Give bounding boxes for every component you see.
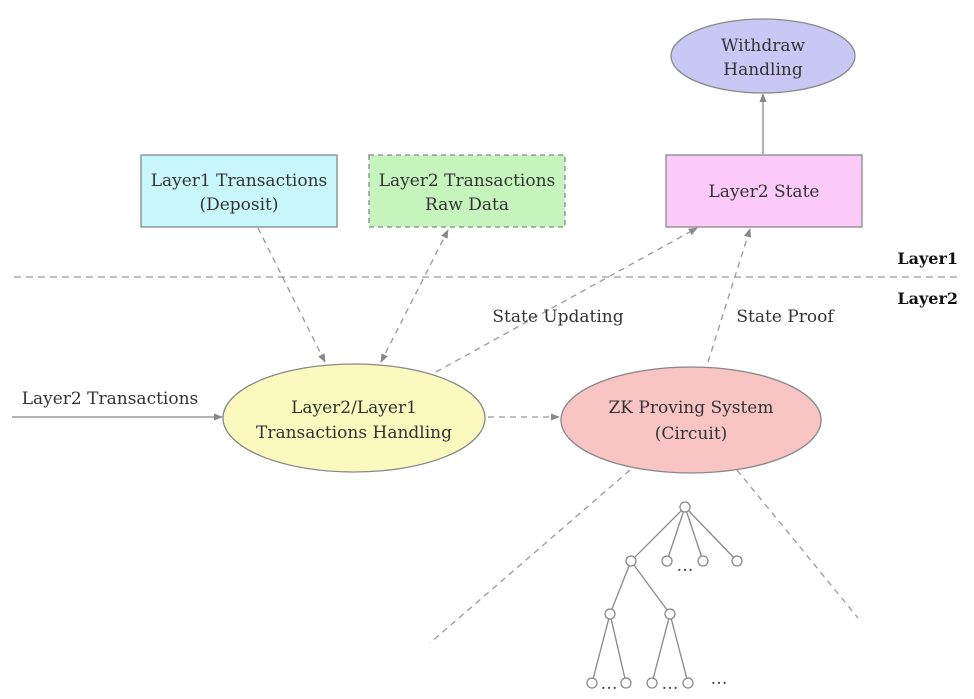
- node-zk-proving-system: ZK Proving System (Circuit): [560, 366, 822, 474]
- tree-node: [620, 677, 632, 689]
- tree-ellipsis: …: [677, 556, 694, 576]
- tree-node: [664, 608, 676, 620]
- tree-node: [586, 677, 598, 689]
- tree-ellipsis: …: [601, 674, 618, 694]
- merkle-tree: [586, 501, 743, 689]
- tree-node: [604, 608, 616, 620]
- edge-state-proof: [707, 228, 751, 363]
- node-layer1-transactions: Layer1 Transactions (Deposit): [140, 154, 338, 228]
- node-transactions-handling: Layer2/Layer1 Transactions Handling: [222, 363, 486, 473]
- tree-node: [697, 555, 709, 567]
- svg-text:Transactions Handling: Transactions Handling: [256, 423, 452, 443]
- tree-node: [661, 555, 673, 567]
- tree-ellipsis: …: [662, 674, 679, 694]
- tree-node: [625, 555, 637, 567]
- svg-text:Withdraw: Withdraw: [721, 36, 806, 56]
- edge-l1tx-to-handling: [257, 227, 326, 363]
- svg-text:Layer1 Transactions: Layer1 Transactions: [151, 171, 328, 191]
- layer2-label: Layer2: [897, 289, 958, 308]
- tree-node: [646, 677, 658, 689]
- tree-ellipsis: …: [711, 669, 728, 689]
- svg-text:Layer2/Layer1: Layer2/Layer1: [291, 398, 417, 418]
- layer1-label: Layer1: [897, 249, 958, 268]
- node-withdraw-handling: Withdraw Handling: [670, 18, 856, 94]
- svg-text:ZK Proving System: ZK Proving System: [609, 398, 774, 418]
- svg-text:Raw Data: Raw Data: [425, 195, 509, 215]
- svg-text:(Circuit): (Circuit): [655, 424, 728, 444]
- circuit-cone-left: [429, 469, 631, 644]
- svg-text:Layer2 Transactions: Layer2 Transactions: [379, 171, 556, 191]
- tree-node: [679, 501, 691, 513]
- svg-text:Layer2 State: Layer2 State: [709, 182, 820, 202]
- node-layer2-state: Layer2 State: [665, 154, 863, 228]
- edge-raw-handling: [380, 229, 449, 363]
- circuit-cone-right: [736, 469, 859, 619]
- label-state-updating: State Updating: [492, 307, 623, 327]
- label-layer2-transactions: Layer2 Transactions: [22, 389, 199, 409]
- tree-node: [731, 555, 743, 567]
- edge-state-updating: [435, 227, 698, 373]
- node-layer2-raw-data: Layer2 Transactions Raw Data: [368, 154, 566, 228]
- svg-text:(Deposit): (Deposit): [199, 195, 278, 215]
- tree-node: [682, 677, 694, 689]
- svg-text:Handling: Handling: [723, 60, 803, 80]
- label-state-proof: State Proof: [736, 307, 835, 327]
